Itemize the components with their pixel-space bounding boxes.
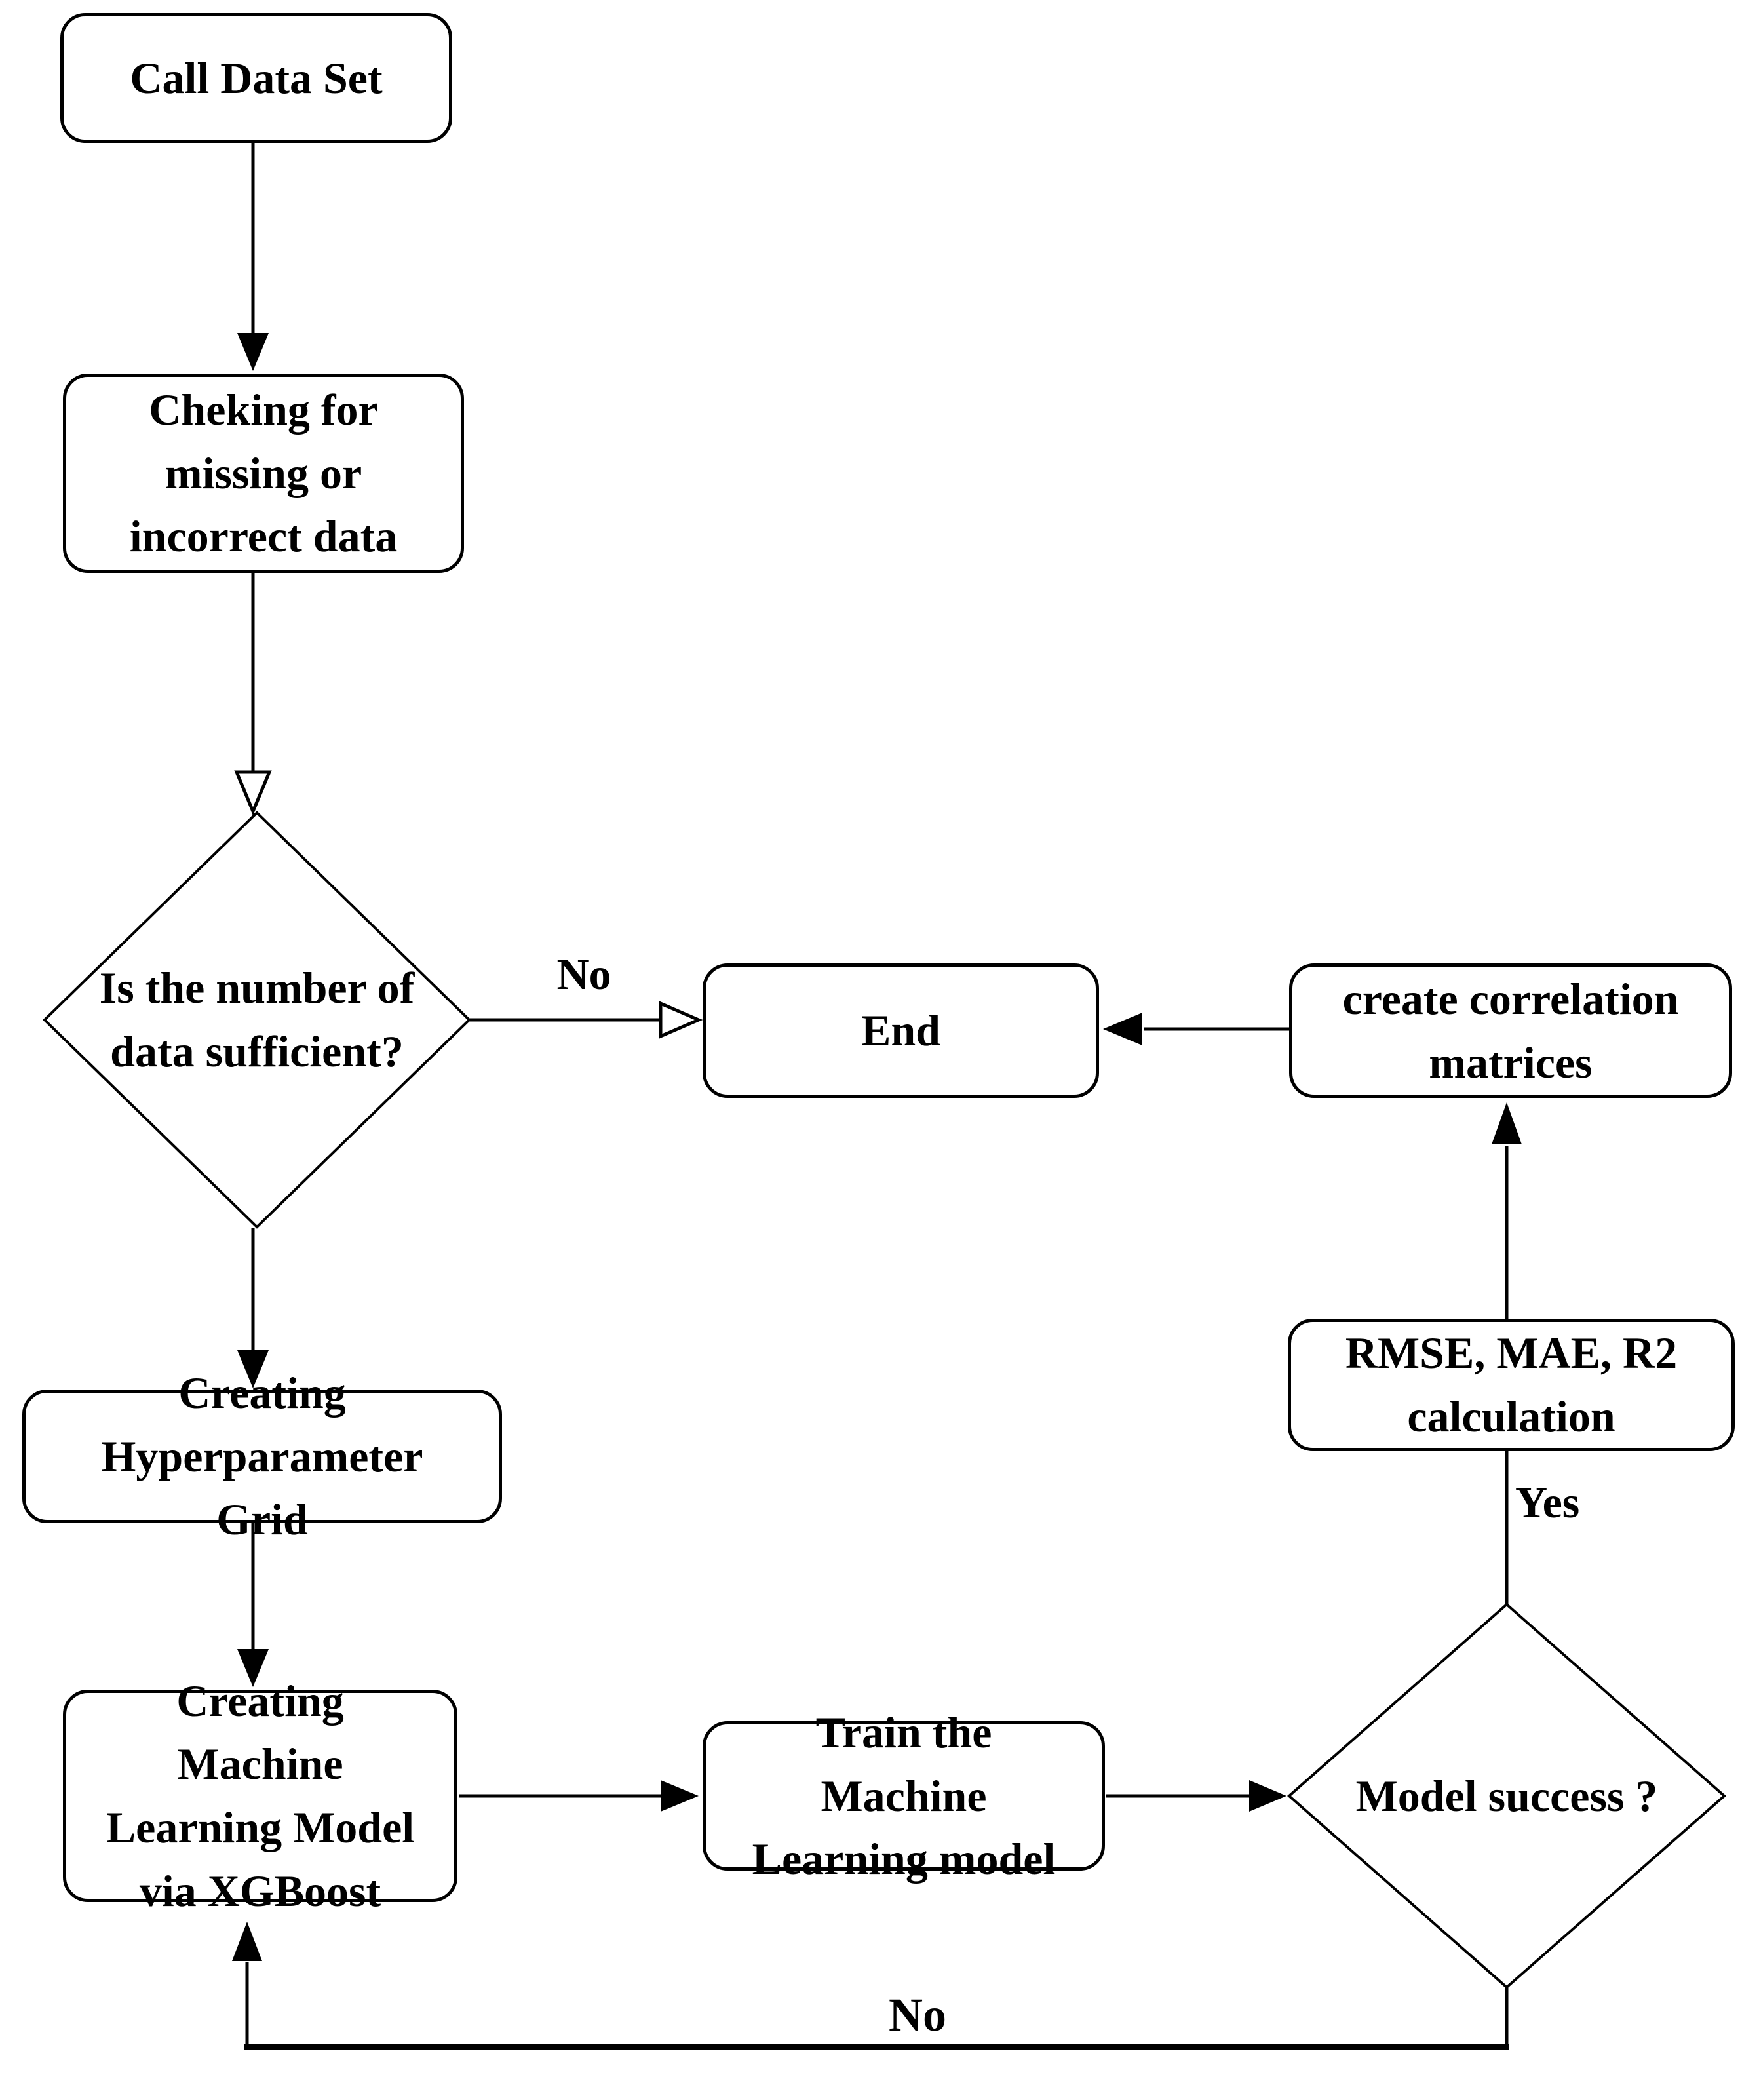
arrowhead-filled-into-success-decision <box>1249 1780 1286 1812</box>
arrowhead-filled-into-hyperparameter <box>237 1350 269 1388</box>
node-checking-data: Cheking for missing or incorrect data <box>63 374 464 573</box>
arrowhead-filled-into-train <box>661 1780 699 1812</box>
arrowhead-open-into-end <box>659 1001 703 1039</box>
arrowhead-filled-into-correlation <box>1492 1102 1522 1144</box>
node-create-correlation-label: create correlation matrices <box>1342 973 1679 1087</box>
arrowhead-filled-into-end <box>1103 1013 1142 1045</box>
edge-label-no-fail: No <box>889 1989 946 2041</box>
node-hyperparameter-grid: Creating Hyperparameter Grid <box>22 1368 502 1544</box>
decision-model-success-text: Model success ? <box>1355 1770 1658 1821</box>
edge-label-yes-success: Yes <box>1515 1477 1580 1527</box>
arrowhead-open-into-decision <box>234 770 272 816</box>
arrowhead-filled-into-checking <box>237 333 269 371</box>
decision-model-success-label: Model success ? <box>1310 1753 1703 1838</box>
node-end: End <box>703 963 1099 1098</box>
arrowhead-filled-into-xgboost <box>232 1922 262 1961</box>
node-train-model: Train the Machine Learning model <box>703 1707 1105 1884</box>
decision-data-sufficient-label: Is the number of data sufficient? <box>80 924 434 1116</box>
node-hyperparameter-grid-label: Creating Hyperparameter Grid <box>101 1368 423 1545</box>
node-end-label: End <box>861 1005 940 1056</box>
node-call-data-set-label: Call Data Set <box>130 52 383 103</box>
node-train-model-label: Train the Machine Learning model <box>752 1707 1056 1884</box>
arrowhead-filled-top-xgboost <box>237 1649 269 1687</box>
node-xgboost-model: Creating Machine Learning Model via XGBo… <box>63 1676 457 1916</box>
node-xgboost-model-label: Creating Machine Learning Model via XGBo… <box>106 1675 415 1916</box>
node-create-correlation: create correlation matrices <box>1289 963 1732 1098</box>
node-call-data-set: Call Data Set <box>60 13 452 143</box>
decision-data-sufficient-text: Is the number of data sufficient? <box>99 963 415 1076</box>
edge-label-no-insufficient: No <box>556 949 611 999</box>
node-rmse-calculation: RMSE, MAE, R2 calculation <box>1288 1319 1735 1451</box>
node-checking-data-label: Cheking for missing or incorrect data <box>129 385 398 562</box>
node-rmse-calculation-label: RMSE, MAE, R2 calculation <box>1345 1328 1678 1441</box>
decision-diamond-data-sufficient <box>43 811 471 1229</box>
